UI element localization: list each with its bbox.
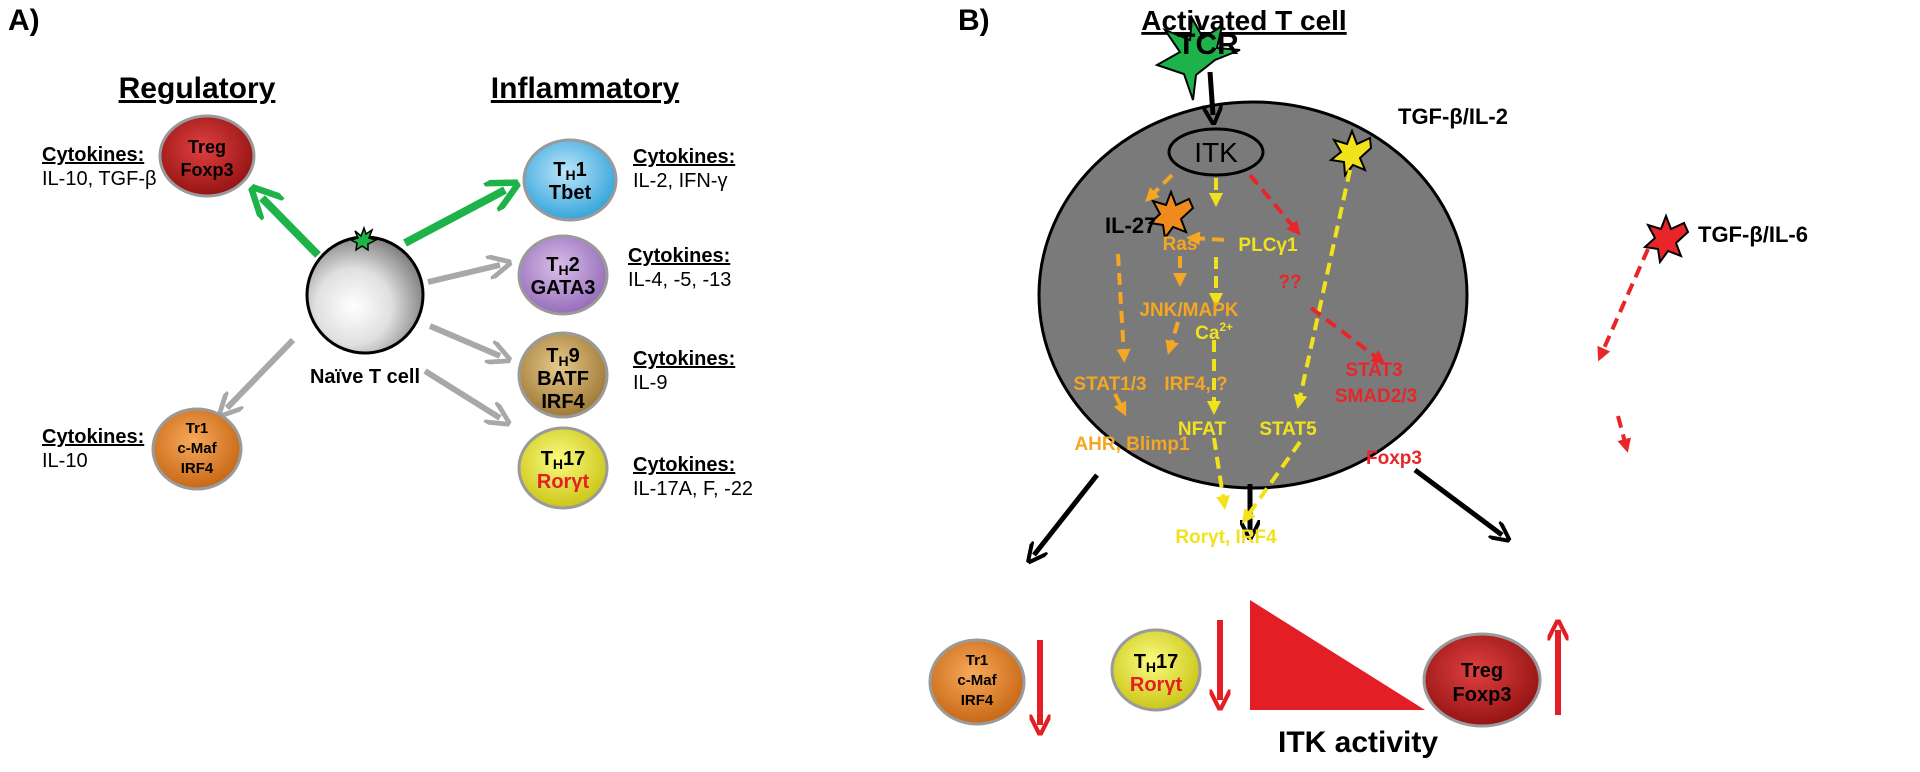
arrow-naive-to-th9 (428, 323, 500, 356)
th9-cell (517, 331, 609, 419)
th1-cell (522, 138, 618, 222)
arrow-cell-to-tr1 (1034, 473, 1099, 555)
panel-a-label: A) (8, 4, 40, 37)
path-jnk-to-irf4 (1165, 321, 1180, 355)
tcr-receptor-icon (1154, 14, 1241, 101)
path-tgf-to-stat5 (1293, 169, 1352, 409)
naive-t-cell (305, 235, 425, 355)
tr1-marker-cmaf: c-Maf (177, 440, 217, 457)
th1-cytokines: IL-2, IFN-γ (633, 170, 727, 192)
node-nfat: NFAT (1178, 419, 1227, 440)
node-plc: PLCγ1 (1238, 235, 1298, 256)
th9-cytokines: IL-9 (633, 372, 667, 394)
th17-marker: Rorγt (537, 471, 590, 493)
node-ahr-blimp1: AHR, Blimp1 (1074, 434, 1190, 455)
itk-label: ITK (1194, 137, 1238, 168)
outcome-treg-name: Treg (1461, 660, 1503, 682)
th1-name: TH1 (553, 159, 586, 183)
il27-receptor-icon (1147, 189, 1195, 241)
arrow-naive-to-th1 (403, 190, 505, 247)
outcome-th17-name: TH17 (1134, 651, 1179, 675)
node-calcium: Ca2+ (1195, 321, 1233, 344)
arrow-naive-to-th17 (423, 368, 500, 418)
path-plc-to-ras (1186, 231, 1227, 246)
tgf-il2-label: TGF-β/IL-2 (1398, 104, 1508, 129)
outcome-treg-marker: Foxp3 (1453, 684, 1512, 706)
tgf-il6-label: TGF-β/IL-6 (1698, 222, 1808, 247)
naive-label: Naïve T cell (310, 366, 420, 388)
node-jnk-mapk: JNK/MAPK (1139, 300, 1239, 321)
itk-activity-wedge (1250, 600, 1425, 710)
treg-cytokines: IL-10, TGF-β (42, 168, 157, 190)
treg-marker: Foxp3 (180, 160, 233, 180)
outcome-tr1-marker-cmaf: c-Maf (957, 672, 997, 689)
path-itk-to-ras (1145, 173, 1174, 202)
itk-activity-label: ITK activity (1278, 726, 1438, 759)
th17-cytokines: IL-17A, F, -22 (633, 478, 753, 500)
th17-name: TH17 (541, 448, 586, 472)
outcome-tr1-name: Tr1 (966, 652, 989, 669)
arrow-naive-to-th2 (427, 265, 500, 285)
outcome-tr1-cell (928, 638, 1026, 726)
outcome-tr1-marker-irf4: IRF4 (961, 692, 994, 709)
path-nfat-to-ror (1212, 437, 1230, 510)
tcr-label: TCR (1177, 28, 1239, 61)
th1-cytokines-label: Cytokines: (633, 146, 735, 168)
regulatory-heading: Regulatory (119, 72, 276, 105)
th2-cytokines-label: Cytokines: (628, 245, 730, 267)
treg-cell (158, 114, 256, 198)
path-qq-to-stat3 (1309, 306, 1386, 365)
th17-cell (517, 426, 609, 510)
outcome-th17-marker: Rorγt (1130, 674, 1183, 696)
arrow-naive-to-tr1 (227, 337, 296, 408)
path-tgf-il6-to-stat3 (1597, 248, 1650, 362)
node-stat3: STAT3 (1345, 360, 1402, 381)
inflammatory-heading: Inflammatory (491, 72, 680, 105)
th2-cell (517, 234, 609, 316)
itk-node (1167, 127, 1265, 177)
node-irf4-unknown: IRF4, ? (1164, 374, 1227, 395)
th9-marker-irf4: IRF4 (541, 391, 585, 413)
node-stat1-3: STAT1/3 (1073, 374, 1146, 395)
th9-marker-batf: BATF (537, 368, 589, 390)
node-ras: Ras (1163, 234, 1198, 255)
path-itk-to-qq (1248, 173, 1301, 236)
tr1-cytokines: IL-10 (42, 450, 88, 472)
th17-cytokines-label: Cytokines: (633, 454, 735, 476)
th1-marker: Tbet (549, 182, 592, 204)
outcome-treg-cell (1422, 632, 1542, 728)
th2-cytokines: IL-4, -5, -13 (628, 269, 731, 291)
path-stat5-to-ror (1241, 440, 1302, 524)
treg-name: Treg (188, 137, 226, 157)
path-il27-to-stat (1116, 253, 1131, 363)
th9-name: TH9 (546, 345, 579, 369)
th2-marker: GATA3 (531, 277, 596, 299)
arrow-naive-to-treg (262, 198, 321, 258)
panel-b-title: Activated T cell (1141, 5, 1346, 36)
tr1-marker-irf4: IRF4 (181, 460, 214, 477)
node-stat5: STAT5 (1259, 419, 1317, 440)
treg-cytokines-label: Cytokines: (42, 144, 144, 166)
node-foxp3: Foxp3 (1366, 448, 1422, 469)
tr1-name: Tr1 (186, 420, 209, 437)
path-smad-to-foxp3 (1616, 415, 1631, 453)
th2-name: TH2 (546, 254, 579, 278)
tgf-il2-receptor-icon (1328, 128, 1373, 178)
arrow-cell-to-treg (1413, 467, 1502, 535)
tgf-il6-receptor-icon (1642, 213, 1690, 265)
path-stat-to-ahr (1113, 393, 1127, 417)
node-rorgt-irf4: Rorγt, IRF4 (1175, 527, 1277, 548)
outcome-th17-cell (1110, 628, 1202, 712)
panel-b-label: B) (958, 4, 990, 37)
tr1-cell (151, 407, 243, 491)
node-unknown: ?? (1278, 272, 1301, 293)
arrow-tcr-to-itk (1210, 71, 1213, 115)
tr1-cytokines-label: Cytokines: (42, 426, 144, 448)
th9-cytokines-label: Cytokines: (633, 348, 735, 370)
naive-receptor-icon (348, 225, 379, 252)
node-smad2-3: SMAD2/3 (1335, 386, 1417, 407)
il27-label: IL-27 (1105, 213, 1156, 238)
